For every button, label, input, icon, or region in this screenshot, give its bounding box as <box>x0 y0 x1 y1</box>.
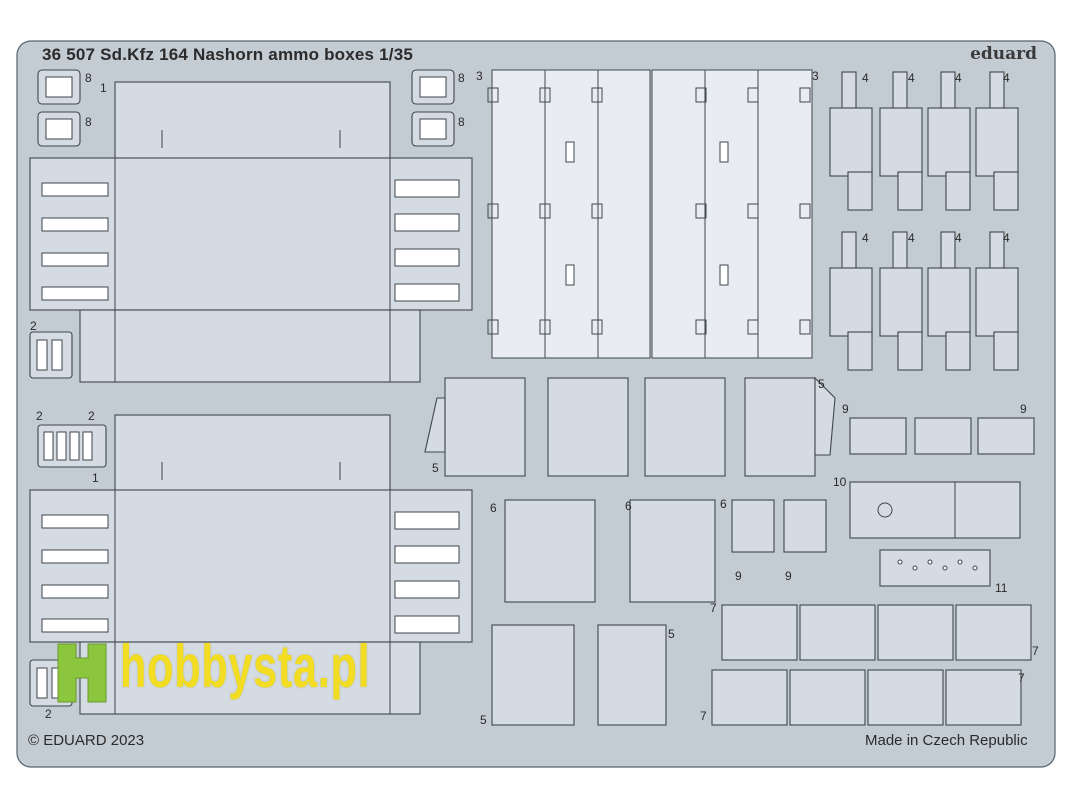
watermark-logo-icon <box>57 643 107 703</box>
part-6-group <box>504 499 716 603</box>
brand-logo-text: eduard <box>970 44 1037 64</box>
part-number-6: 6 <box>490 501 497 515</box>
watermark-text: hobbysta.pl <box>120 633 371 700</box>
part-number-9-c: 9 <box>735 569 742 583</box>
part-number-10: 10 <box>833 475 847 489</box>
part-8-group <box>37 69 455 147</box>
part-number-9: 9 <box>842 402 849 416</box>
part-number-6-c: 6 <box>720 497 727 511</box>
part-number-4-b: 4 <box>908 71 915 85</box>
part-number-1: 1 <box>100 81 107 95</box>
part-number-11: 11 <box>995 581 1008 595</box>
part-number-3-b: 3 <box>812 69 819 83</box>
fret-title: 36 507 Sd.Kfz 164 Nashorn ammo boxes 1/3… <box>42 45 414 64</box>
part-number-5-c: 5 <box>668 627 675 641</box>
part-number-2-d: 2 <box>45 707 52 721</box>
part-number-5-b: 5 <box>432 461 439 475</box>
part-1-top <box>29 81 473 383</box>
part-number-4-d: 4 <box>1003 71 1010 85</box>
part-number-2: 2 <box>30 319 37 333</box>
part-number-labels: 1 1 2 2 2 2 3 3 4 4 4 4 4 4 4 4 5 5 5 5 … <box>30 69 1039 727</box>
part-3-group <box>487 69 813 359</box>
part-number-8-d: 8 <box>458 115 465 129</box>
part-9-group <box>731 417 1035 553</box>
part-number-7-b: 7 <box>1032 644 1039 658</box>
copyright-text: © EDUARD 2023 <box>28 732 145 749</box>
part-7-group <box>711 604 1032 726</box>
part-number-5: 5 <box>818 377 825 391</box>
part-number-2-b: 2 <box>36 409 43 423</box>
part-number-5-d: 5 <box>480 713 487 727</box>
part-number-9-b: 9 <box>1020 402 1027 416</box>
part-number-8-c: 8 <box>458 71 465 85</box>
part-1-bottom <box>29 414 473 715</box>
part-number-7-c: 7 <box>1018 671 1025 685</box>
part-number-4-h: 4 <box>1003 231 1010 245</box>
part-number-7-d: 7 <box>700 709 707 723</box>
part-number-4-g: 4 <box>955 231 962 245</box>
part-2-group <box>29 331 107 707</box>
part-number-7: 7 <box>710 601 717 615</box>
part-number-4-c: 4 <box>955 71 962 85</box>
part-number-4: 4 <box>862 71 869 85</box>
part-number-2-c: 2 <box>88 409 95 423</box>
part-number-4-e: 4 <box>862 231 869 245</box>
part-number-6-b: 6 <box>625 499 632 513</box>
part-number-8: 8 <box>85 71 92 85</box>
part-number-4-f: 4 <box>908 231 915 245</box>
part-5-group <box>424 376 836 726</box>
part-number-9-d: 9 <box>785 569 792 583</box>
part-10 <box>849 481 1021 539</box>
part-number-1-b: 1 <box>92 471 99 485</box>
part-number-8-b: 8 <box>85 115 92 129</box>
part-number-3: 3 <box>476 69 483 83</box>
made-in-text: Made in Czech Republic <box>865 732 1028 749</box>
part-11 <box>879 549 991 587</box>
part-4-group <box>829 71 1019 371</box>
